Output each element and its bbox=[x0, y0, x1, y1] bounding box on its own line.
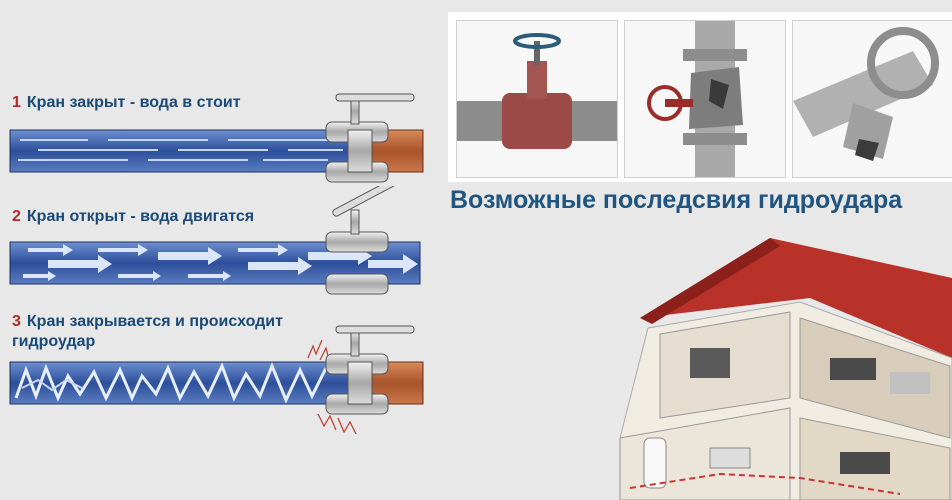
burst-filter-icon bbox=[793, 27, 939, 161]
step-1-text: Кран закрыт - вода в стоит bbox=[26, 94, 241, 111]
broken-pipe-icon bbox=[647, 21, 747, 177]
step-3-text: Кран закрывается и происходит гидроудар bbox=[12, 313, 283, 350]
photo-burst-filter bbox=[792, 20, 952, 178]
photo-gate-valve bbox=[456, 20, 618, 178]
step-2-text: Кран открыт - вода двигатся bbox=[26, 208, 255, 225]
photo-broken-pipe bbox=[624, 20, 786, 178]
pipe-water-hammer-icon bbox=[9, 325, 424, 435]
step-1-number: 1 bbox=[12, 94, 21, 111]
step-2-label: 2 Кран открыт - вода двигатся bbox=[12, 208, 254, 226]
pipe-open-valve-icon bbox=[9, 186, 421, 295]
consequences-heading: Возможные последсвия гидроудара bbox=[450, 186, 903, 214]
pipe-closed-valve-icon bbox=[9, 93, 424, 183]
photo-strip bbox=[448, 12, 952, 182]
step-3-number: 3 bbox=[12, 313, 21, 330]
step-1-label: 1 Кран закрыт - вода в стоит bbox=[12, 94, 241, 112]
step-2-number: 2 bbox=[12, 208, 21, 225]
gate-valve-icon bbox=[457, 33, 617, 149]
house-cutaway-icon bbox=[619, 238, 952, 500]
